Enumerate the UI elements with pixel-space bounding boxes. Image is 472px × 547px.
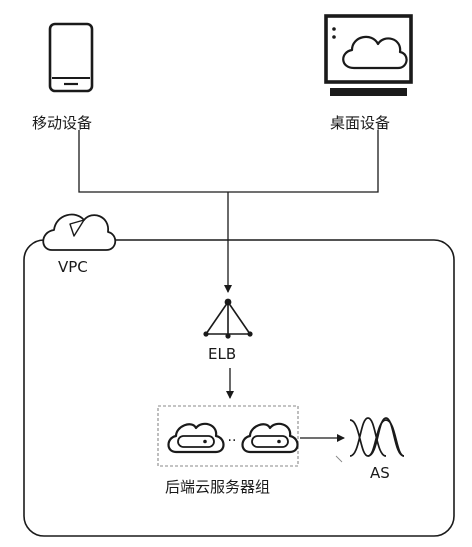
as-label: AS	[370, 464, 390, 482]
decorative-tick	[335, 455, 343, 463]
elb-label: ELB	[208, 345, 237, 363]
edge-desktop-to-elb	[228, 130, 379, 193]
mobile-phone-icon	[48, 22, 94, 93]
server-group-label: 后端云服务器组	[165, 478, 271, 496]
auto-scaling-icon	[349, 417, 405, 457]
server-separator: ··	[228, 433, 237, 449]
vpc-container	[23, 239, 455, 537]
desktop-device-label: 桌面设备	[330, 114, 391, 132]
server-group-box	[157, 405, 299, 467]
vpc-label: VPC	[58, 258, 88, 276]
cloud-vpc-icon	[42, 213, 117, 251]
edge-mobile-to-elb	[78, 130, 228, 193]
cloud-server-icon	[167, 422, 225, 454]
cloud-server-icon	[241, 422, 299, 454]
mobile-device-label: 移动设备	[32, 114, 93, 132]
desktop-monitor-icon	[324, 14, 413, 96]
load-balancer-icon	[203, 298, 253, 339]
